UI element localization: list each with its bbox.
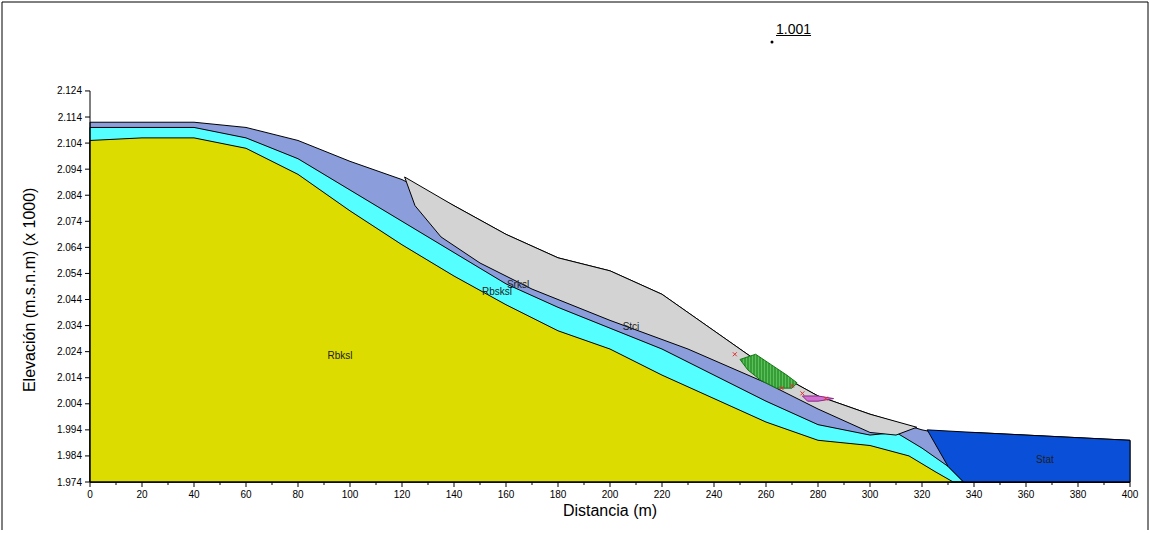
material-label: Stci xyxy=(623,321,640,332)
x-tick-label: 360 xyxy=(1018,489,1035,500)
y-tick-label: 2.064 xyxy=(57,242,82,253)
material-region: Stci xyxy=(623,321,640,332)
slip-point xyxy=(733,352,737,356)
slip-point xyxy=(790,384,794,388)
bedrock-layer xyxy=(90,138,1130,482)
x-tick-label: 180 xyxy=(550,489,567,500)
y-tick-label: 2.084 xyxy=(57,190,82,201)
slip-centre xyxy=(771,41,774,44)
x-tick-label: 300 xyxy=(862,489,879,500)
material-label: Srksl xyxy=(507,279,529,290)
x-tick-label: 120 xyxy=(394,489,411,500)
y-tick-label: 1.974 xyxy=(57,477,82,488)
slip-point xyxy=(800,391,804,395)
x-tick-label: 140 xyxy=(446,489,463,500)
material-label: Stat xyxy=(1036,454,1054,465)
y-tick-label: 2.034 xyxy=(57,320,82,331)
x-tick-label: 20 xyxy=(136,489,147,500)
x-tick-label: 280 xyxy=(810,489,827,500)
material-region: Rbksl xyxy=(327,350,352,361)
x-tick-label: 260 xyxy=(758,489,775,500)
material-region: Stat xyxy=(1036,454,1054,465)
y-tick-label: 2.014 xyxy=(57,372,82,383)
y-tick-label: 2.114 xyxy=(58,112,82,123)
y-tick-label: 2.044 xyxy=(57,294,82,305)
slip-mass xyxy=(740,354,797,388)
x-tick-label: 340 xyxy=(966,489,983,500)
y-tick-label: 2.104 xyxy=(57,138,82,149)
x-tick-label: 200 xyxy=(602,489,619,500)
axis-line xyxy=(90,91,1130,482)
y-tick-label: 2.124 xyxy=(57,85,82,96)
x-tick-label: 60 xyxy=(240,489,251,500)
y-tick-label: 1.984 xyxy=(57,450,82,461)
x-tick-label: 80 xyxy=(292,489,303,500)
y-tick-label: 2.074 xyxy=(57,216,82,227)
x-tick-label: 240 xyxy=(706,489,723,500)
x-tick-label: 320 xyxy=(914,489,931,500)
axis-title: Elevación (m.s.n.m) (x 1000) xyxy=(21,188,39,393)
x-tick-label: 0 xyxy=(87,489,93,500)
safety-factor: 1.001 xyxy=(776,22,811,37)
material-region: Srksl xyxy=(507,279,529,290)
x-tick-label: 220 xyxy=(654,489,671,500)
slip-mass-small xyxy=(802,396,833,401)
slip-point xyxy=(824,397,828,401)
y-tick-label: 2.024 xyxy=(57,346,82,357)
slip-point xyxy=(780,386,784,390)
upper-layer xyxy=(90,122,1130,482)
x-tick-label: 160 xyxy=(498,489,515,500)
colluvium-layer xyxy=(405,177,917,435)
terrace-layer xyxy=(927,430,1130,482)
cyan-layer xyxy=(90,127,1130,482)
axis-title: Distancia (m) xyxy=(563,502,657,520)
y-tick-label: 1.994 xyxy=(57,424,82,435)
x-tick-label: 380 xyxy=(1070,489,1087,500)
x-tick-label: 400 xyxy=(1122,489,1139,500)
y-tick-label: 2.094 xyxy=(57,164,82,175)
x-tick-label: 40 xyxy=(188,489,199,500)
x-tick-label: 100 xyxy=(342,489,359,500)
y-tick-label: 2.054 xyxy=(57,268,82,279)
y-tick-label: 2.004 xyxy=(57,398,82,409)
axis-ticks xyxy=(85,91,1130,487)
material-label: Rbksl xyxy=(327,350,352,361)
